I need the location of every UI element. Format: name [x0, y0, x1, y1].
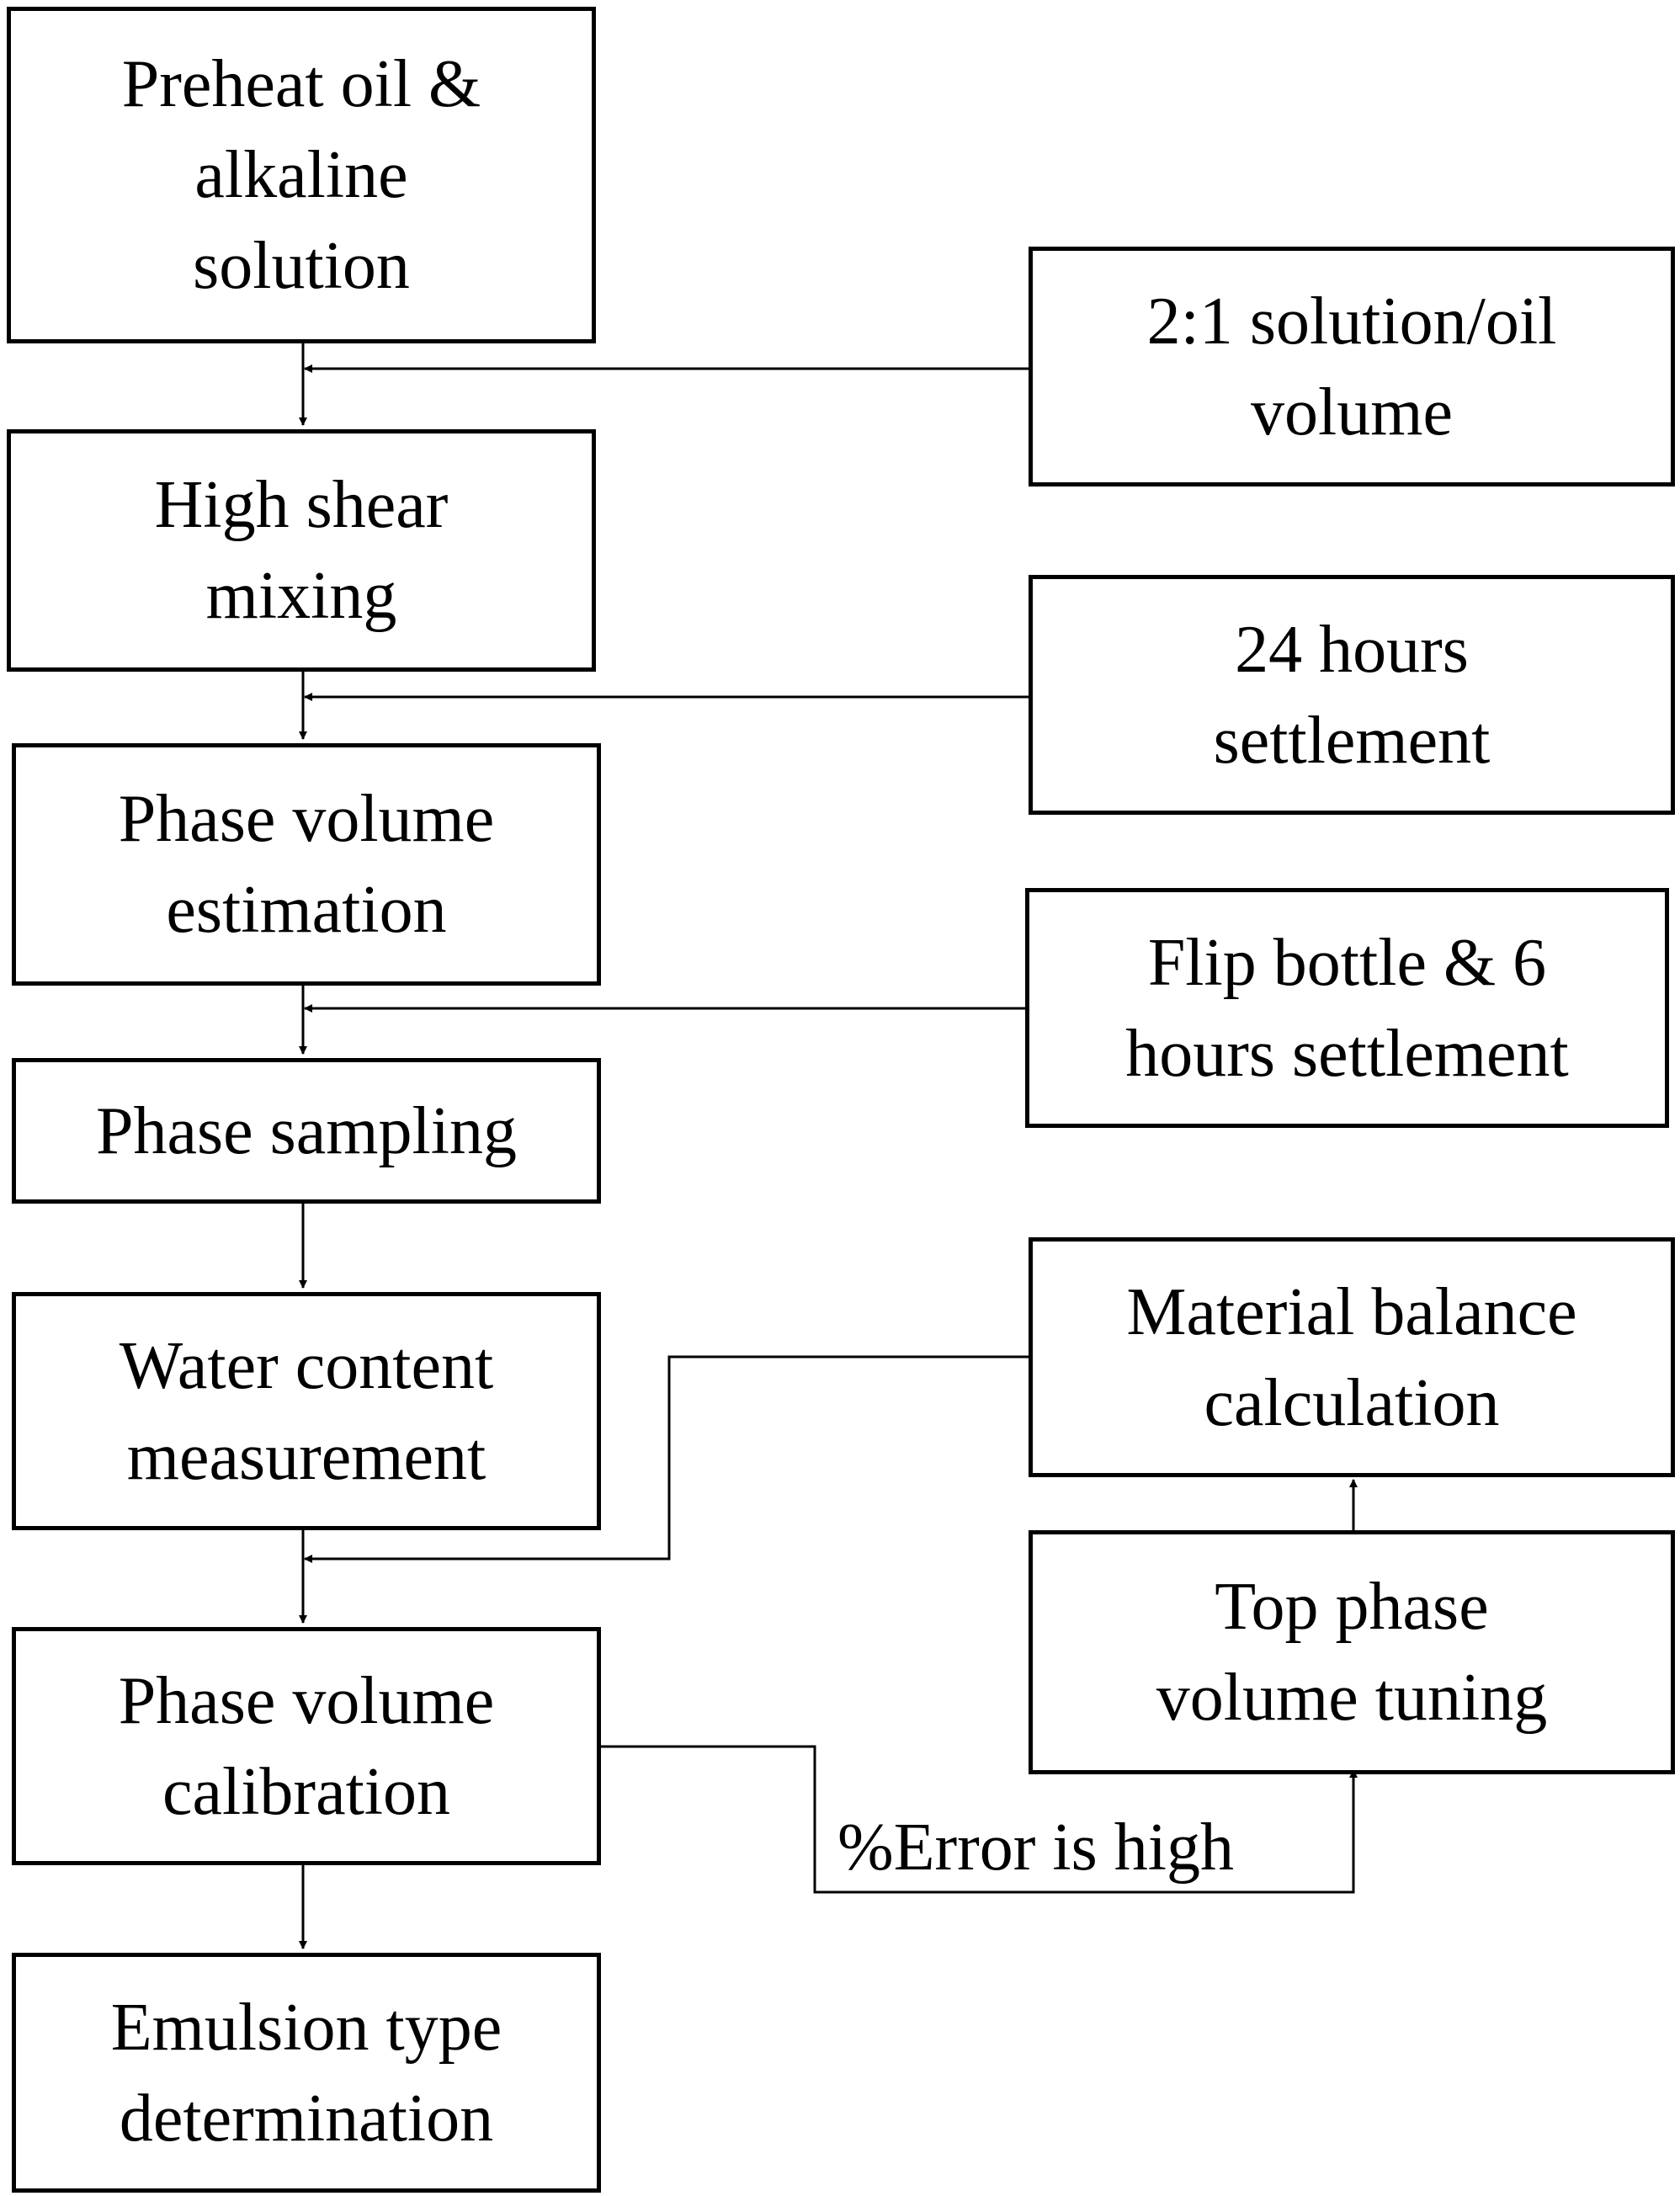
step-emulsion-type-determination-label: Emulsion type determination: [110, 1990, 502, 2156]
step-top-phase-volume-tuning: Top phase volume tuning: [1029, 1530, 1675, 1774]
step-phase-volume-calibration-label: Phase volume calibration: [118, 1663, 495, 1829]
step-phase-volume-estimation: Phase volume estimation: [12, 743, 601, 986]
step-high-shear-mixing: High shear mixing: [7, 429, 596, 672]
step-phase-sampling-label: Phase sampling: [96, 1093, 517, 1168]
input-solution-oil-ratio-label: 2:1 solution/oil volume: [1146, 284, 1557, 449]
step-material-balance-calculation-label: Material balance calculation: [1126, 1274, 1577, 1440]
arrow-material-balance-feedback: [304, 1355, 1029, 1563]
input-24-hours-settlement-label: 24 hours settlement: [1213, 612, 1491, 778]
step-top-phase-volume-tuning-label: Top phase volume tuning: [1156, 1570, 1548, 1735]
input-solution-oil-ratio: 2:1 solution/oil volume: [1029, 247, 1675, 487]
step-water-content-measurement-label: Water content measurement: [119, 1328, 494, 1494]
input-flip-bottle-label: Flip bottle & 6 hours settlement: [1125, 925, 1569, 1091]
arrow-error-loop: [599, 1745, 1358, 1894]
step-phase-volume-calibration: Phase volume calibration: [12, 1627, 601, 1865]
step-emulsion-type-determination: Emulsion type determination: [12, 1953, 601, 2193]
step-phase-volume-estimation-label: Phase volume estimation: [118, 782, 495, 947]
step-water-content-measurement: Water content measurement: [12, 1292, 601, 1530]
step-material-balance-calculation: Material balance calculation: [1029, 1237, 1675, 1477]
step-preheat: Preheat oil & alkaline solution: [7, 7, 596, 343]
input-flip-bottle: Flip bottle & 6 hours settlement: [1025, 888, 1669, 1128]
step-phase-sampling: Phase sampling: [12, 1058, 601, 1204]
step-preheat-label: Preheat oil & alkaline solution: [121, 47, 481, 303]
step-high-shear-mixing-label: High shear mixing: [154, 468, 449, 633]
input-24-hours-settlement: 24 hours settlement: [1029, 575, 1675, 815]
edge-label-error-high: %Error is high: [837, 1811, 1235, 1885]
